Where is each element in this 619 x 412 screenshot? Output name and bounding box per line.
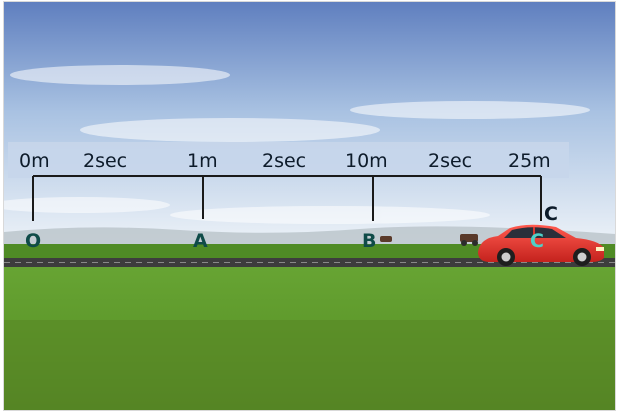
- interval-label-1: 2sec: [262, 150, 306, 172]
- image-frame: [3, 1, 616, 411]
- distance-label-3: 25m: [508, 150, 551, 172]
- distance-label-1: 1m: [187, 150, 218, 172]
- scale-bracket: [32, 175, 542, 221]
- grass-lower-band: [4, 320, 615, 410]
- tractor-icon: [380, 234, 478, 246]
- scale-band: [8, 142, 569, 178]
- road: [4, 258, 615, 267]
- distance-label-0: 0m: [19, 150, 50, 172]
- point-label-a: A: [193, 230, 208, 252]
- car-icon: [478, 224, 604, 266]
- grass-far-strip: [4, 244, 615, 258]
- interval-label-0: 2sec: [83, 150, 127, 172]
- point-label-o: O: [25, 230, 41, 252]
- point-marker-c-on-car: C: [530, 230, 544, 252]
- clouds: [0, 65, 590, 224]
- point-label-c: C: [544, 203, 558, 225]
- interval-label-2: 2sec: [428, 150, 472, 172]
- point-label-b: B: [362, 230, 376, 252]
- distance-label-2: 10m: [345, 150, 388, 172]
